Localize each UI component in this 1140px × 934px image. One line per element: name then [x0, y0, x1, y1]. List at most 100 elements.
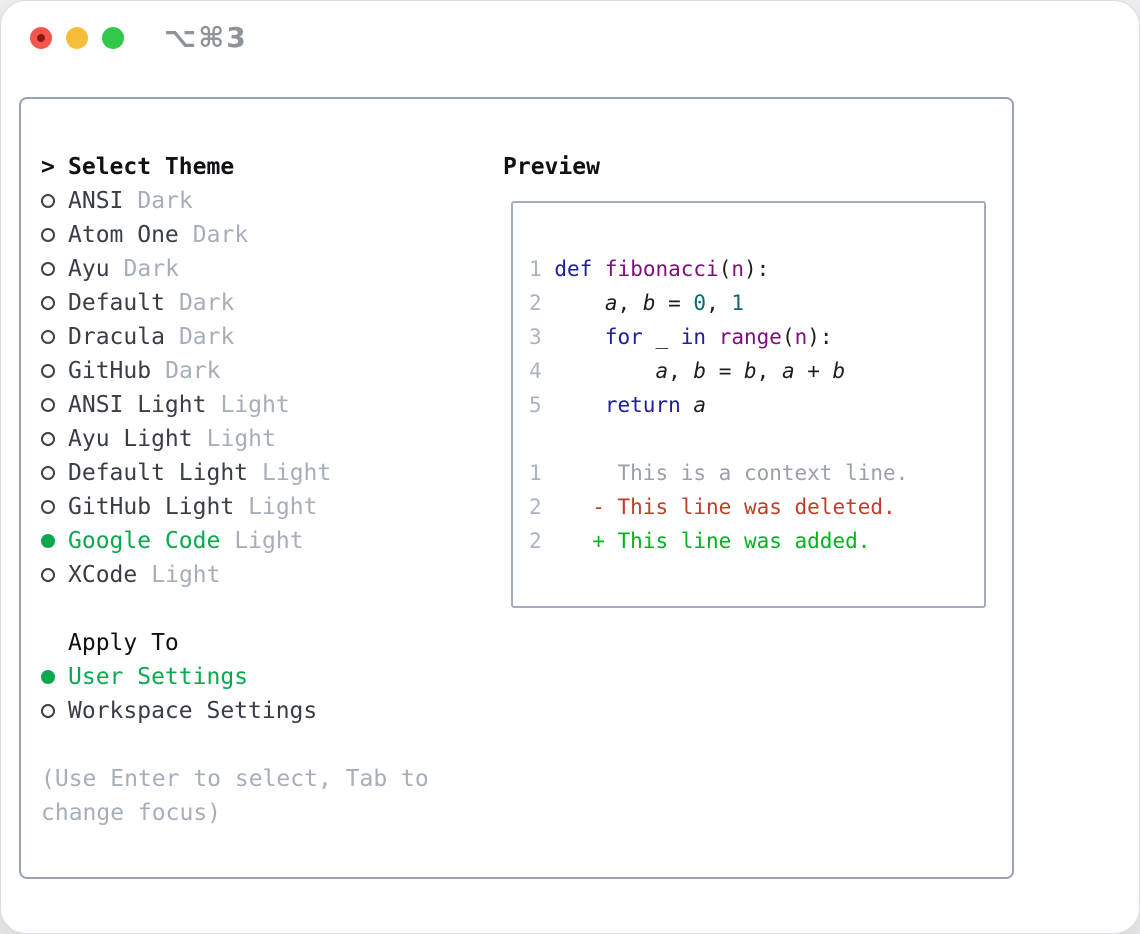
theme-tag: Light — [206, 426, 276, 452]
code-token — [592, 257, 605, 281]
theme-tag: Light — [151, 562, 221, 588]
code-token — [681, 393, 694, 417]
radio-icon — [41, 262, 68, 276]
code-token — [706, 325, 719, 349]
code-token: 0 — [693, 291, 707, 315]
preview-line: 1 This is a context line. — [529, 456, 984, 490]
code-token: a — [781, 359, 795, 383]
radio-icon — [41, 330, 68, 344]
code-token: b — [832, 359, 846, 383]
preview-line: 1 def fibonacci(n): — [529, 252, 984, 286]
line-number: 2 — [529, 495, 542, 519]
radio-icon — [41, 296, 68, 310]
code-token: - This line was deleted. — [592, 495, 896, 519]
line-number: 5 — [529, 393, 542, 417]
code-token: , — [617, 291, 643, 315]
code-token: + — [794, 359, 833, 383]
radio-icon — [41, 432, 68, 446]
radio-unselected-icon — [41, 432, 55, 446]
radio-unselected-icon — [41, 398, 55, 412]
radio-unselected-icon — [41, 500, 55, 514]
radio-icon — [41, 194, 68, 208]
theme-option[interactable]: ANSI Dark — [41, 184, 491, 218]
spacer-row — [41, 592, 491, 626]
radio-unselected-icon — [41, 466, 55, 480]
preview-line: 4 a, b = b, a + b — [529, 354, 984, 388]
code-token — [542, 257, 555, 281]
code-token: in — [680, 325, 707, 349]
maximize-button[interactable] — [102, 27, 124, 49]
code-token — [643, 325, 656, 349]
radio-icon — [41, 364, 68, 378]
theme-name: Default — [68, 290, 165, 316]
code-token: n — [731, 257, 745, 281]
radio-icon — [41, 500, 68, 514]
code-token: fibonacci — [604, 257, 719, 281]
code-token: n — [794, 325, 808, 349]
radio-icon — [41, 704, 68, 718]
cursor-icon: > — [41, 154, 55, 180]
radio-unselected-icon — [41, 262, 55, 276]
code-token: _ — [655, 325, 669, 349]
theme-name: ANSI — [68, 188, 124, 214]
theme-tag: Dark — [165, 358, 221, 384]
theme-name: Ayu Light — [68, 426, 193, 452]
code-token: ( — [718, 257, 732, 281]
preview-title: Preview — [503, 154, 600, 180]
code-token: return — [604, 393, 681, 417]
theme-tag: Light — [234, 528, 304, 554]
theme-tag: Light — [220, 392, 290, 418]
radio-icon — [41, 398, 68, 412]
theme-name: Google Code — [68, 528, 221, 554]
radio-selected-icon — [41, 670, 55, 684]
theme-tag: Light — [262, 460, 332, 486]
apply-target-option[interactable]: User Settings — [41, 660, 491, 694]
radio-unselected-icon — [41, 194, 55, 208]
apply-target-option[interactable]: Workspace Settings — [41, 694, 491, 728]
code-token: This is a context line. — [541, 461, 909, 485]
code-token: b — [642, 291, 656, 315]
spacer-row — [41, 728, 491, 762]
close-button[interactable] — [30, 27, 52, 49]
code-token — [542, 325, 605, 349]
hint-line-1: (Use Enter to select, Tab to — [41, 766, 429, 792]
theme-option[interactable]: Ayu Light Light — [41, 422, 491, 456]
window-title: ⌥⌘3 — [164, 21, 248, 54]
preview-line: 2 a, b = 0, 1 — [529, 286, 984, 320]
code-token: for — [604, 325, 643, 349]
code-token: b — [744, 359, 757, 383]
radio-unselected-icon — [41, 364, 55, 378]
radio-icon — [41, 466, 68, 480]
apply-target-name: Workspace Settings — [68, 698, 318, 724]
apply-to-title: Apply To — [68, 630, 179, 656]
theme-option[interactable]: Google Code Light — [41, 524, 491, 558]
code-token: , — [756, 359, 782, 383]
code-token: , — [668, 359, 694, 383]
radio-icon — [41, 568, 68, 582]
line-number: 2 — [529, 291, 542, 315]
code-token — [542, 393, 605, 417]
code-token: ): — [807, 325, 833, 349]
radio-unselected-icon — [41, 228, 55, 242]
code-token: ( — [781, 325, 795, 349]
preview-line: 5 return a — [529, 388, 984, 422]
code-token: = — [706, 359, 744, 383]
theme-tag: Dark — [137, 188, 193, 214]
minimize-button[interactable] — [66, 27, 88, 49]
theme-tag: Dark — [192, 222, 249, 248]
radio-selected-icon — [41, 534, 55, 548]
radio-unselected-icon — [41, 704, 55, 718]
